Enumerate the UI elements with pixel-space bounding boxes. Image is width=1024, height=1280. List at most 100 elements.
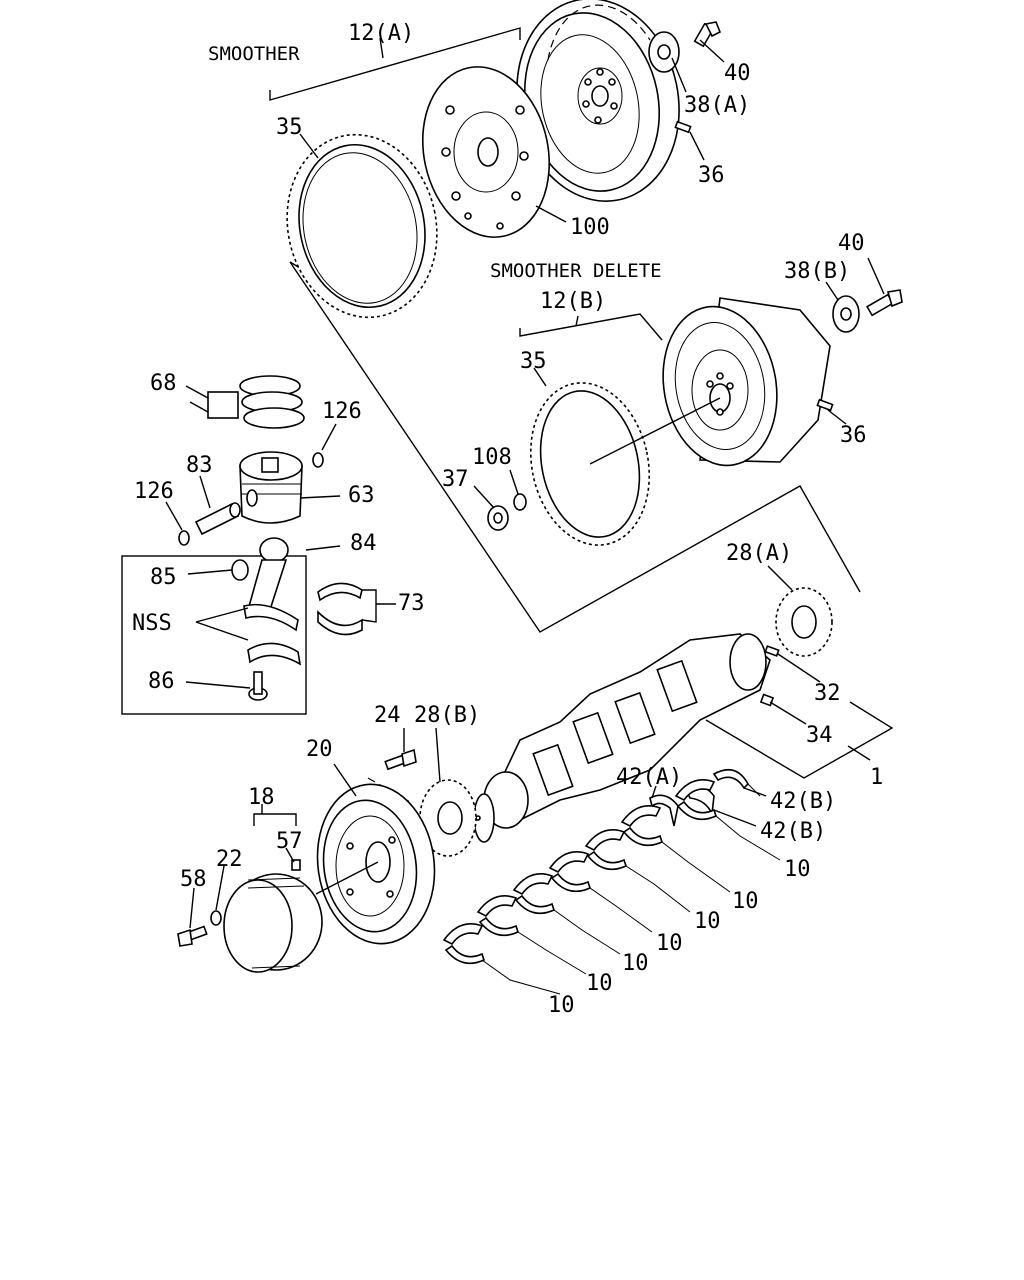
bracket-1 [705, 701, 894, 779]
label-20: 20 [306, 737, 333, 762]
label-24: 24 [374, 703, 401, 728]
circlip-126b [178, 530, 190, 546]
plate-38a [648, 31, 680, 73]
label-57: 57 [276, 829, 303, 854]
bracket-smoother-delete-group [289, 261, 861, 633]
label-36-mid: 36 [840, 423, 867, 448]
conrod-assembly-box [121, 555, 307, 715]
bolt-24 [384, 748, 417, 771]
label-108: 108 [472, 445, 512, 470]
washer-22 [210, 910, 222, 926]
label-10-b: 10 [732, 889, 759, 914]
label-28a: 28(A) [726, 541, 792, 566]
leader-12a [379, 37, 384, 59]
leader-84 [305, 545, 341, 551]
label-22: 22 [216, 847, 243, 872]
leader-1 [847, 745, 871, 761]
bushing-85 [231, 559, 249, 581]
main-bearing-3 [512, 873, 555, 915]
leader-12b [575, 315, 579, 327]
leader-lines [165, 39, 885, 929]
connecting-rod [243, 537, 302, 666]
main-bearing-2 [476, 895, 519, 937]
gear-28b [419, 779, 477, 857]
bolt-40b [866, 289, 903, 317]
label-10-d: 10 [656, 931, 683, 956]
gear-28a [775, 587, 833, 657]
label-1: 1 [870, 765, 883, 790]
label-68: 68 [150, 371, 177, 396]
label-10-e: 10 [622, 951, 649, 976]
pulley-20 [316, 783, 436, 945]
bracket-tick [289, 261, 301, 269]
label-38a: 38(A) [684, 93, 750, 118]
label-nss: NSS [132, 611, 172, 636]
label-42b-top: 42(B) [770, 789, 836, 814]
main-bearing-7 [674, 779, 717, 821]
pin-36a [674, 120, 692, 134]
label-37: 37 [442, 467, 469, 492]
label-38b: 38(B) [784, 259, 850, 284]
bearing-37 [487, 505, 509, 531]
label-42a: 42(A) [616, 765, 682, 790]
thrust-washer-42b-1 [712, 768, 749, 790]
bracket-18 [253, 813, 297, 826]
label-85: 85 [150, 565, 177, 590]
circlip-126a [312, 452, 324, 468]
thrust-washer-42a [649, 794, 679, 827]
crankshaft-1 [473, 633, 771, 843]
bearing-leaders [481, 783, 781, 995]
label-12a: 12(A) [348, 21, 414, 46]
smoother-header: SMOOTHER [208, 43, 300, 65]
callout-labels: 12(A) 40 38(A) 35 36 100 40 38(B) 12(B) … [132, 21, 883, 1018]
label-10-a: 10 [784, 857, 811, 882]
ring-gear-35a [286, 133, 438, 319]
label-10-g: 10 [548, 993, 575, 1018]
ring-108 [513, 493, 527, 511]
bolt-40a [693, 21, 722, 48]
smoother-delete-header: SMOOTHER DELETE [490, 260, 662, 282]
bracket-12a [269, 27, 521, 101]
label-35-top: 35 [276, 115, 303, 140]
label-42b-bottom: 42(B) [760, 819, 826, 844]
label-86: 86 [148, 669, 175, 694]
axis-line-lower [315, 861, 379, 895]
pin-34 [759, 693, 775, 707]
plate-38b [832, 295, 860, 333]
label-10-f: 10 [586, 971, 613, 996]
bracket-12b [519, 313, 663, 341]
drive-plate-100 [421, 66, 551, 238]
main-bearing-1 [442, 923, 485, 965]
label-73: 73 [398, 591, 425, 616]
label-40-mid: 40 [838, 231, 865, 256]
piston-pin-83 [194, 502, 241, 536]
label-36-top: 36 [698, 163, 725, 188]
label-34: 34 [806, 723, 833, 748]
flywheel-smoother [516, 0, 680, 202]
label-10-c: 10 [694, 909, 721, 934]
label-18: 18 [248, 785, 275, 810]
main-bearing-4 [548, 851, 591, 893]
label-63: 63 [348, 483, 375, 508]
pin-57 [291, 859, 301, 871]
piston-63 [239, 451, 303, 524]
conrod-bearings-73 [317, 582, 363, 636]
piston-rings-68 [207, 375, 305, 429]
flywheel-smoother-delete [662, 297, 831, 467]
label-126-bottom: 126 [134, 479, 174, 504]
label-126-top: 126 [322, 399, 362, 424]
label-12b: 12(B) [540, 289, 606, 314]
main-bearing-6 [620, 805, 663, 847]
label-28b: 28(B) [414, 703, 480, 728]
axis-line-mid [589, 397, 721, 465]
label-83: 83 [186, 453, 213, 478]
bolt-58 [177, 925, 208, 947]
label-84: 84 [350, 531, 377, 556]
damper-18 [223, 873, 323, 973]
label-40-top: 40 [724, 61, 751, 86]
label-100: 100 [570, 215, 610, 240]
label-32: 32 [814, 681, 841, 706]
label-58: 58 [180, 867, 207, 892]
conrod-bolt-86 [248, 671, 268, 701]
